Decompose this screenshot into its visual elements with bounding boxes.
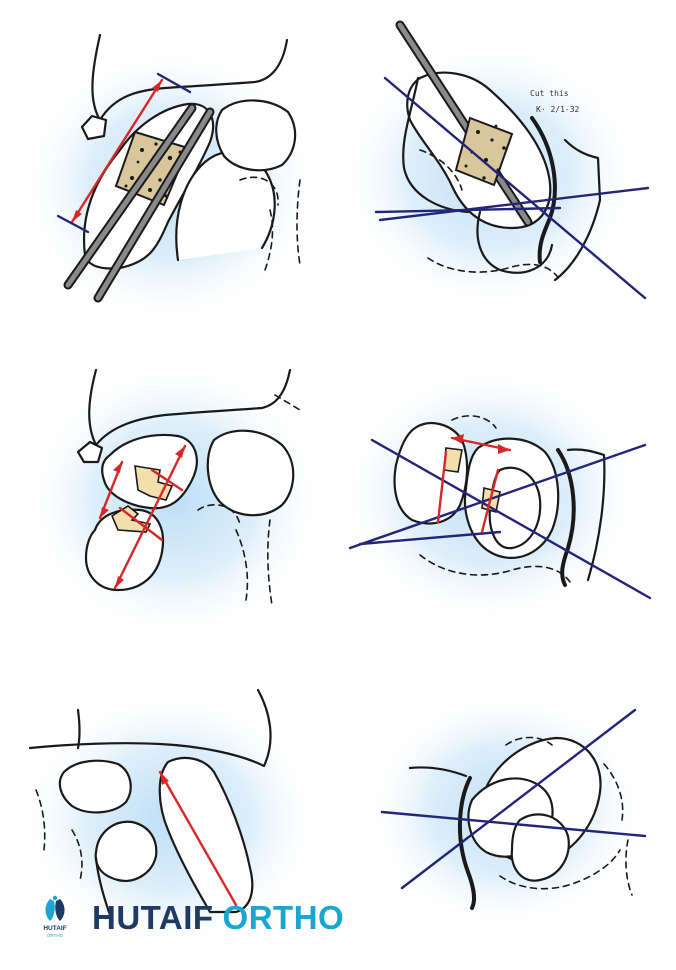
scaphoid-length-line <box>70 78 164 224</box>
distal-radius-rim <box>402 76 470 214</box>
perpendicular-line <box>118 506 164 542</box>
kirschner-wire <box>63 103 197 290</box>
arrow-head <box>100 507 109 518</box>
arrow-head <box>498 444 510 454</box>
arrow-head <box>113 462 122 473</box>
dashed-carpal-outline <box>505 736 624 821</box>
distal-radius-rim <box>408 766 468 778</box>
arrow-head <box>72 210 82 222</box>
fragment-axis-line <box>480 468 500 534</box>
arrow-head <box>160 772 169 785</box>
distal-radius <box>91 33 289 122</box>
brand-logo-text: HUTAIF <box>43 925 66 932</box>
scaphoid-bone <box>476 210 554 274</box>
scaphoid-length-line <box>158 770 238 907</box>
panel-middle-left <box>25 360 325 640</box>
volar-capsule <box>530 116 557 264</box>
fragment-axis-line <box>436 450 448 524</box>
capitate-bone <box>510 813 570 882</box>
trapezoid-outline <box>94 856 112 917</box>
kirschner-wire <box>93 107 215 303</box>
capitate-bone <box>94 820 158 882</box>
arrow-head <box>152 80 162 92</box>
axis-line <box>374 206 562 214</box>
scaphoid-bone <box>158 756 254 914</box>
panel-top-right: Cut this K· 2/1-32 <box>340 20 650 310</box>
volar-rim <box>458 776 477 910</box>
capitate-bone <box>206 429 295 517</box>
handwritten-signature: K· 2/1-32 <box>536 105 580 114</box>
panel-bottom-left <box>20 688 320 950</box>
kirschner-wire <box>395 20 533 227</box>
dashed-carpal-outline <box>267 394 301 606</box>
axis-line <box>383 76 647 300</box>
axis-line <box>348 443 647 550</box>
dashed-carpal-outline <box>451 415 497 429</box>
distal-radius <box>88 368 292 447</box>
perpendicular-line <box>150 468 184 492</box>
handwritten-note: Cut this <box>530 89 569 98</box>
dashed-carpal-outline <box>239 176 279 271</box>
bone-graft <box>454 116 514 187</box>
arrow-head <box>452 434 464 444</box>
brand-logo <box>38 893 82 941</box>
brand-word-primary: HUTAIF <box>92 898 214 936</box>
carpal-outline <box>566 448 606 582</box>
scaphoid-length-line <box>113 444 187 590</box>
arrow-head <box>115 576 124 588</box>
carpal-outline <box>553 138 602 282</box>
dashed-carpal-outline <box>427 257 561 281</box>
radius-shaft <box>76 708 81 750</box>
arrow-head <box>175 446 185 458</box>
lunate-bone <box>215 99 297 172</box>
axis-line <box>358 530 502 546</box>
brand-word-secondary: ORTHO <box>222 898 345 936</box>
axis-line <box>380 810 647 838</box>
brand-logo-subtext: ORTHO <box>47 933 64 938</box>
hamate-bone <box>58 759 132 814</box>
dashed-carpal-outline <box>197 504 249 601</box>
reference-tick <box>56 214 90 234</box>
dashed-carpal-outline <box>419 149 463 191</box>
panel-bottom-right <box>365 690 647 930</box>
panel-middle-right <box>340 365 652 625</box>
dashed-carpal-outline <box>35 789 83 881</box>
dashed-carpal-outline <box>419 554 571 583</box>
fracture-gap <box>110 505 152 533</box>
dashed-carpal-outline <box>296 179 301 266</box>
brand-logo-mark <box>45 895 65 921</box>
reference-tick <box>156 72 192 94</box>
pisiform-bone <box>76 440 104 464</box>
axis-line <box>378 186 650 222</box>
pisiform-bone <box>80 114 108 141</box>
axis-line <box>400 708 637 890</box>
dashed-carpal-outline <box>625 839 633 896</box>
panel-top-left <box>20 33 320 325</box>
distal-radius <box>28 688 272 768</box>
axis-line <box>370 438 652 600</box>
